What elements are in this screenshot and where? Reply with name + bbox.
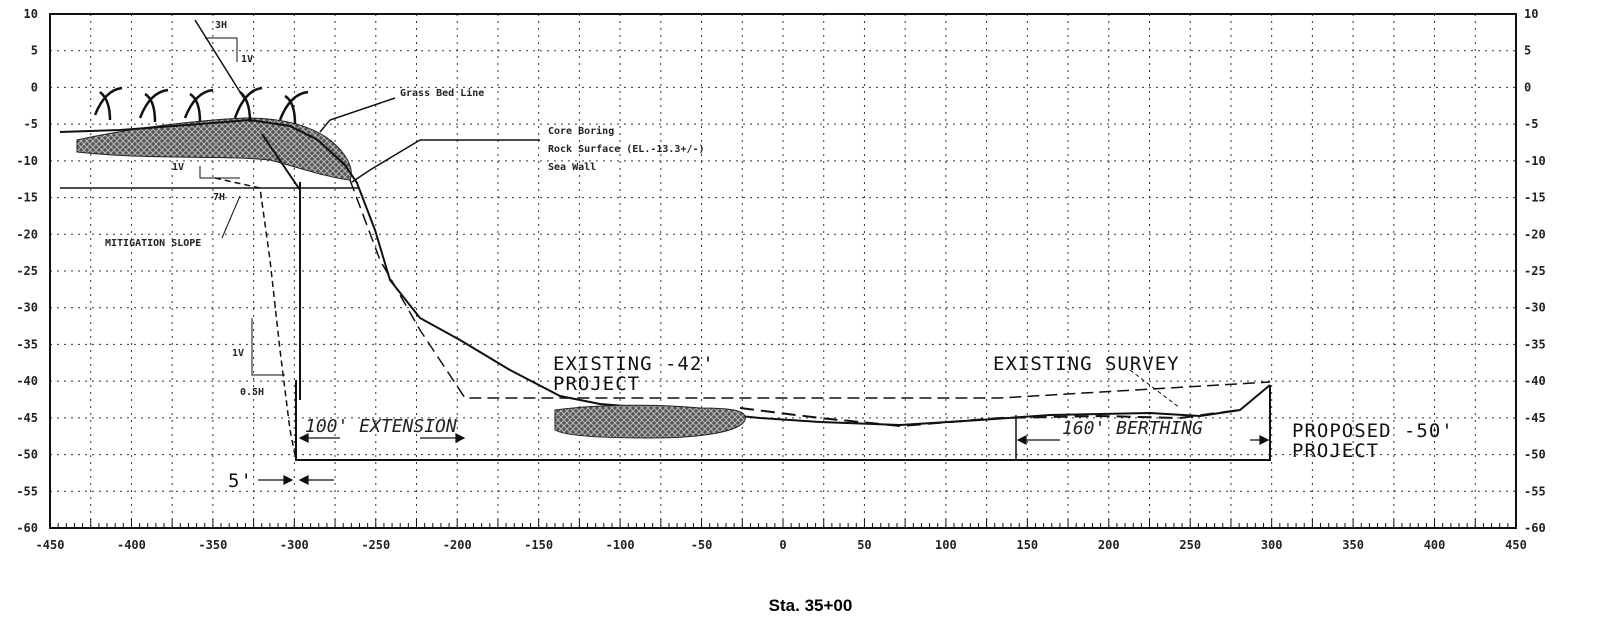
y-tick-label-right: -55 <box>1524 484 1546 498</box>
y-tick-label-right: -25 <box>1524 264 1546 278</box>
label-existing-survey: EXISTING SURVEY <box>993 353 1180 375</box>
label-7h: 7H <box>213 192 225 203</box>
slope-line <box>261 133 301 191</box>
y-tick-label-right: -45 <box>1524 411 1546 425</box>
y-tick-label: -45 <box>16 411 38 425</box>
y-tick-label: -5 <box>24 117 38 131</box>
label-existing-project: PROJECT <box>553 373 640 395</box>
label-3h: 3H <box>215 20 227 31</box>
station-caption: Sta. 35+00 <box>768 596 853 615</box>
label-1v-left: 1V <box>172 162 184 173</box>
y-tick-label: -35 <box>16 337 38 351</box>
top-slope-line <box>194 19 246 101</box>
y-tick-label: 0 <box>31 80 38 94</box>
existing-survey-line <box>739 407 1241 428</box>
survey-leader <box>1129 369 1181 409</box>
label-core-boring: Core Boring <box>548 125 614 137</box>
mitigation-slope <box>214 177 296 456</box>
y-tick-label-right: -50 <box>1524 448 1546 462</box>
label-0-5h: 0.5H <box>240 387 264 398</box>
grass-tufts <box>93 86 309 125</box>
label-proposed-50: PROPOSED -50' <box>1292 420 1454 442</box>
top-slope-triangle <box>205 37 238 62</box>
y-tick-label: -25 <box>16 264 38 278</box>
y-tick-label: -40 <box>16 374 38 388</box>
y-tick-label-right: 10 <box>1524 7 1538 21</box>
x-tick-label: 300 <box>1261 538 1283 552</box>
y-tick-label-right: -15 <box>1524 191 1546 205</box>
mitigation-leader <box>221 195 241 239</box>
y-tick-label-right: 5 <box>1524 44 1531 58</box>
label-five-ft: 5' <box>228 470 253 492</box>
x-tick-label: 0 <box>779 538 786 552</box>
x-tick-label: -400 <box>117 538 146 552</box>
label-existing-42: EXISTING -42' <box>553 353 715 375</box>
label-grass-bed: Grass Bed Line <box>400 87 484 99</box>
y-tick-label-right: -30 <box>1524 301 1546 315</box>
y-tick-label: -30 <box>16 301 38 315</box>
x-tick-label: 350 <box>1342 538 1364 552</box>
x-tick-label: -100 <box>606 538 635 552</box>
y-tick-label: -10 <box>16 154 38 168</box>
label-1v-top: 1V <box>241 54 253 65</box>
y-tick-label: 10 <box>24 7 38 21</box>
x-tick-label: -150 <box>524 538 553 552</box>
label-mitigation-slope: MITIGATION SLOPE <box>105 238 201 249</box>
x-tick-label: 50 <box>857 538 871 552</box>
label-1v-lower: 1V <box>232 348 244 359</box>
x-tick-label: 400 <box>1424 538 1446 552</box>
label-rock-surface: Rock Surface (EL.-13.3+/-) <box>548 144 705 155</box>
x-tick-label: -50 <box>691 538 713 552</box>
deposit-fill <box>554 404 746 439</box>
core-boring-leader <box>351 139 540 183</box>
y-tick-label: -55 <box>16 484 38 498</box>
y-axis-right: 10 5 0 -5 -10 -15 -20 -25 -30 -35 -40 -45 -50 -55 -60 <box>1524 7 1546 535</box>
y-tick-label: -60 <box>16 521 38 535</box>
cross-section-drawing: 1050-5-10-15-20-25-30-35-40-45-50-55-60 … <box>16 7 1546 552</box>
y-tick-label: 5 <box>31 44 38 58</box>
y-tick-label: -50 <box>16 448 38 462</box>
x-tick-label: -350 <box>198 538 227 552</box>
x-tick-label: 450 <box>1505 538 1527 552</box>
extension-dimension <box>298 433 466 443</box>
y-tick-label-right: -5 <box>1524 117 1538 131</box>
x-tick-label: 100 <box>935 538 957 552</box>
x-tick-label: 150 <box>1016 538 1038 552</box>
plot-frame <box>49 13 1517 529</box>
label-proposed-project: PROJECT <box>1292 440 1379 462</box>
lower-slope-triangle <box>251 318 285 376</box>
y-tick-label: -15 <box>16 191 38 205</box>
x-tick-label: 200 <box>1098 538 1120 552</box>
x-tick-label: -450 <box>36 538 65 552</box>
x-tick-label: -200 <box>443 538 472 552</box>
proposed-project-line <box>295 380 1271 461</box>
y-tick-label-right: -10 <box>1524 154 1546 168</box>
y-tick-label-right: 0 <box>1524 80 1531 94</box>
mitigation-triangle <box>199 166 240 179</box>
five-ft-dimension <box>258 475 334 485</box>
label-extension: 100' EXTENSION <box>305 416 457 437</box>
grass-line-leader <box>319 97 396 133</box>
berthing-dimension <box>1016 435 1270 445</box>
ground-line <box>59 118 1271 427</box>
x-axis: -450 -400 -350 -300 -250 -200 -150 -100 -50 0 50 10… <box>36 538 1527 552</box>
y-axis-left: 10 5 0 -5 -10 -15 -20 -25 -30 -35 -40 -45 -50 -55 -60 <box>16 7 38 535</box>
y-tick-label: -20 <box>16 227 38 241</box>
existing-project-line <box>349 179 1271 399</box>
label-berthing: 160' BERTHING <box>1062 418 1203 439</box>
y-tick-label-right: -60 <box>1524 521 1546 535</box>
label-sea-wall: Sea Wall <box>548 162 596 173</box>
x-tick-label: -250 <box>361 538 390 552</box>
x-tick-label: 250 <box>1179 538 1201 552</box>
y-tick-label-right: -35 <box>1524 337 1546 351</box>
x-tick-label: -300 <box>280 538 309 552</box>
y-tick-label-right: -40 <box>1524 374 1546 388</box>
grass-bed-fill <box>76 117 352 181</box>
y-tick-label-right: -20 <box>1524 227 1546 241</box>
